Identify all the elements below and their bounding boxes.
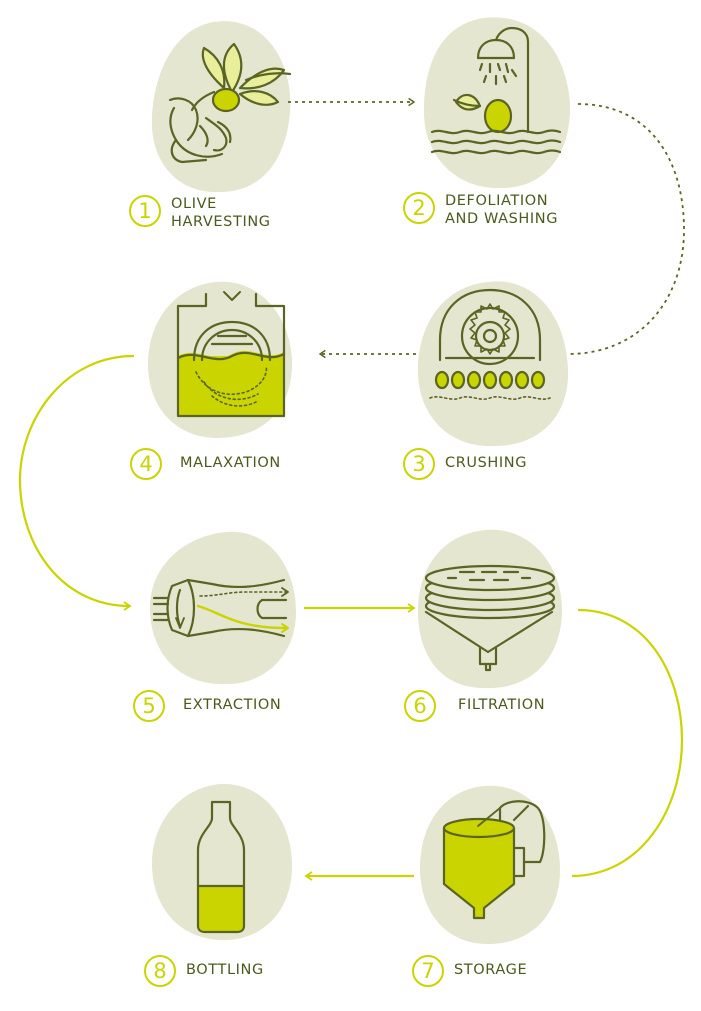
step-3-label: 3 CRUSHING [403, 448, 527, 480]
blob-5 [150, 531, 296, 685]
filtration-plates-icon [424, 564, 556, 672]
step-number: 4 [130, 448, 162, 480]
step-title: OLIVE HARVESTING [171, 196, 271, 230]
step-title: BOTTLING [186, 962, 264, 978]
step-number: 5 [133, 690, 165, 722]
step-title: STORAGE [454, 962, 528, 978]
step-2-label: 2 DEFOLIATION AND WASHING [403, 192, 558, 228]
extraction-decanter-icon [152, 578, 289, 638]
crushing-mill-icon [429, 288, 551, 400]
step-number: 2 [403, 192, 435, 224]
step-1-label: 1 OLIVE HARVESTING [129, 195, 271, 231]
step-title: DEFOLIATION AND WASHING [445, 193, 559, 227]
connector-6-7 [571, 608, 684, 878]
bottle-icon [196, 800, 246, 934]
connector-4-5 [18, 354, 135, 611]
storage-silo-icon [442, 800, 546, 920]
malaxation-tank-icon [176, 291, 286, 418]
step-4-label: 4 MALAXATION [130, 448, 281, 480]
step-title: CRUSHING [445, 455, 528, 471]
step-number: 6 [404, 690, 436, 722]
step-number: 8 [144, 955, 176, 987]
blob-8 [152, 783, 293, 941]
step-number: 1 [129, 195, 161, 227]
step-title: EXTRACTION [183, 697, 282, 713]
step-7-label: 7 STORAGE [412, 955, 527, 987]
step-title: FILTRATION [458, 697, 546, 713]
shower-washing-icon [430, 26, 562, 155]
step-6-label: 6 FILTRATION [404, 690, 545, 722]
step-number: 3 [403, 448, 435, 480]
step-8-label: 8 BOTTLING [144, 955, 264, 987]
olive-harvesting-hand-icon [168, 42, 292, 164]
step-number: 7 [412, 955, 444, 987]
step-5-label: 5 EXTRACTION [133, 690, 281, 722]
step-title: MALAXATION [180, 455, 281, 471]
connector-2-3 [567, 103, 685, 355]
